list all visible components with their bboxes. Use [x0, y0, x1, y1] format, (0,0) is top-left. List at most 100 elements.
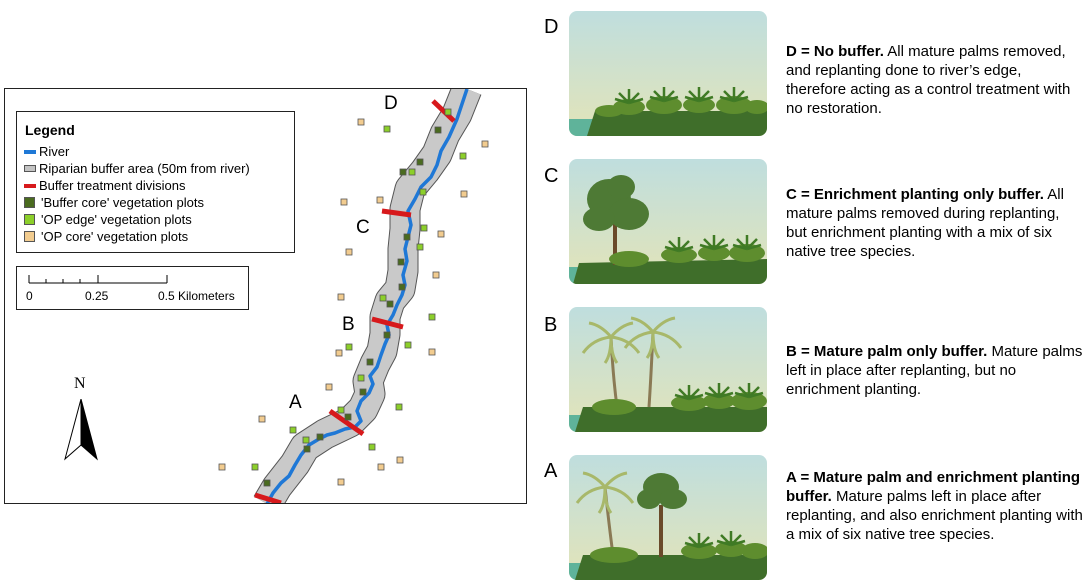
division-line-swatch — [24, 183, 36, 188]
op-edge-plot — [428, 313, 436, 321]
panel-body-d: All mature palms removed, and replanting… — [786, 43, 1071, 117]
buffer-division-line — [431, 99, 456, 123]
op-core-plot — [428, 348, 436, 356]
buffer-division-line — [254, 492, 282, 503]
river-line — [265, 89, 469, 503]
legend-item-buffer: Riparian buffer area (50m from river) — [24, 160, 250, 177]
scene-palm-only-illustration — [569, 307, 767, 432]
op-edge-plot — [459, 152, 467, 160]
zone-label-a: A — [289, 392, 302, 413]
op-core-plot — [437, 230, 445, 238]
panel-description-b: B = Mature palm only buffer. Mature palm… — [786, 342, 1084, 399]
buffer-core-plot — [398, 283, 406, 291]
op-core-plot — [396, 456, 404, 464]
buffer-core-plot — [386, 300, 394, 308]
op-edge-plot — [420, 224, 428, 232]
panel-title-d: D = No buffer. — [786, 43, 884, 60]
panel-title-b: B = Mature palm only buffer. — [786, 343, 988, 360]
panel-body-c: All mature palms removed during replanti… — [786, 186, 1064, 260]
study-site-map: A B C D Legend River Riparian buffer are… — [4, 88, 527, 504]
scene-no-buffer-illustration — [569, 11, 767, 136]
op-edge-plot — [379, 294, 387, 302]
buffer-core-plot — [366, 358, 374, 366]
panel-description-c: C = Enrichment planting only buffer. All… — [786, 185, 1084, 261]
map-canvas — [218, 89, 489, 503]
buffer-core-plot — [403, 233, 411, 241]
river-line-swatch — [24, 149, 36, 154]
op-edge-plot — [368, 443, 376, 451]
legend-item-buffer-core: 'Buffer core' vegetation plots — [24, 194, 204, 211]
buffer-core-plot — [397, 258, 405, 266]
op-edge-plot — [337, 406, 345, 414]
map-legend: Legend River Riparian buffer area (50m f… — [16, 111, 295, 253]
north-arrow-icon — [64, 399, 98, 461]
scene-palm-and-enrichment-illustration — [569, 455, 767, 580]
op-core-plot — [218, 463, 226, 471]
op-core-plot — [481, 140, 489, 148]
buffer-core-plot — [383, 331, 391, 339]
op-core-plot — [325, 383, 333, 391]
panel-title-a: A = Mature palm and enrichment planting … — [786, 469, 1081, 505]
scale-bar-graphic — [28, 275, 168, 284]
op-core-plot — [337, 293, 345, 301]
op-core-plot — [345, 248, 353, 256]
legend-title: Legend — [25, 122, 75, 138]
op-edge-swatch — [24, 214, 35, 225]
buffer-band-swatch — [24, 165, 36, 172]
op-edge-plot — [345, 343, 353, 351]
zone-label-b: B — [342, 314, 355, 335]
zone-label-c: C — [356, 217, 370, 238]
buffer-core-plot — [344, 413, 352, 421]
op-core-plot — [335, 349, 343, 357]
buffer-core-plot — [263, 479, 271, 487]
vegetation-plots — [218, 108, 489, 487]
op-core-plot — [340, 198, 348, 206]
op-core-plot — [377, 463, 385, 471]
scale-tick-0: 0 — [26, 289, 33, 303]
op-edge-plot — [289, 426, 297, 434]
buffer-core-plot — [434, 126, 442, 134]
buffer-core-plot — [303, 445, 311, 453]
buffer-division-line — [381, 208, 412, 218]
op-edge-plot — [383, 125, 391, 133]
buffer-core-plot — [416, 158, 424, 166]
north-arrow: N — [61, 375, 105, 465]
op-edge-plot — [302, 436, 310, 444]
op-core-plot — [357, 118, 365, 126]
op-edge-plot — [395, 403, 403, 411]
zone-label-d: D — [384, 93, 398, 114]
legend-item-op-edge: 'OP edge' vegetation plots — [24, 211, 192, 228]
north-label: N — [74, 375, 86, 392]
op-edge-plot — [419, 188, 427, 196]
op-core-plot — [376, 196, 384, 204]
panel-description-d: D = No buffer. All mature palms removed,… — [786, 42, 1084, 118]
panel-body-b: Mature palms left in place after replant… — [786, 343, 1083, 398]
buffer-core-plot — [359, 388, 367, 396]
buffer-core-swatch — [24, 197, 35, 208]
op-core-plot — [460, 190, 468, 198]
buffer-core-plot — [399, 168, 407, 176]
op-core-swatch — [24, 231, 35, 242]
buffer-division-line — [328, 408, 365, 437]
legend-item-op-core: 'OP core' vegetation plots — [24, 228, 188, 245]
scale-tick-05: 0.5 Kilometers — [158, 289, 235, 303]
panel-body-a: Mature palms left in place after replant… — [786, 488, 1083, 543]
panel-description-a: A = Mature palm and enrichment planting … — [786, 468, 1084, 544]
panel-letter-a: A — [544, 460, 558, 482]
scale-tick-025: 0.25 — [85, 289, 109, 303]
op-edge-plot — [444, 108, 452, 116]
op-edge-plot — [416, 243, 424, 251]
op-edge-plot — [357, 374, 365, 382]
panel-title-c: C = Enrichment planting only buffer. — [786, 186, 1044, 203]
panel-letter-d: D — [544, 16, 559, 38]
legend-item-divisions: Buffer treatment divisions — [24, 177, 185, 194]
op-core-plot — [432, 271, 440, 279]
op-core-plot — [258, 415, 266, 423]
panel-letter-c: C — [544, 165, 559, 187]
op-edge-plot — [251, 463, 259, 471]
op-edge-plot — [404, 341, 412, 349]
buffer-core-plot — [316, 433, 324, 441]
buffer-division-line — [371, 316, 404, 330]
op-edge-plot — [408, 168, 416, 176]
op-core-plot — [337, 478, 345, 486]
